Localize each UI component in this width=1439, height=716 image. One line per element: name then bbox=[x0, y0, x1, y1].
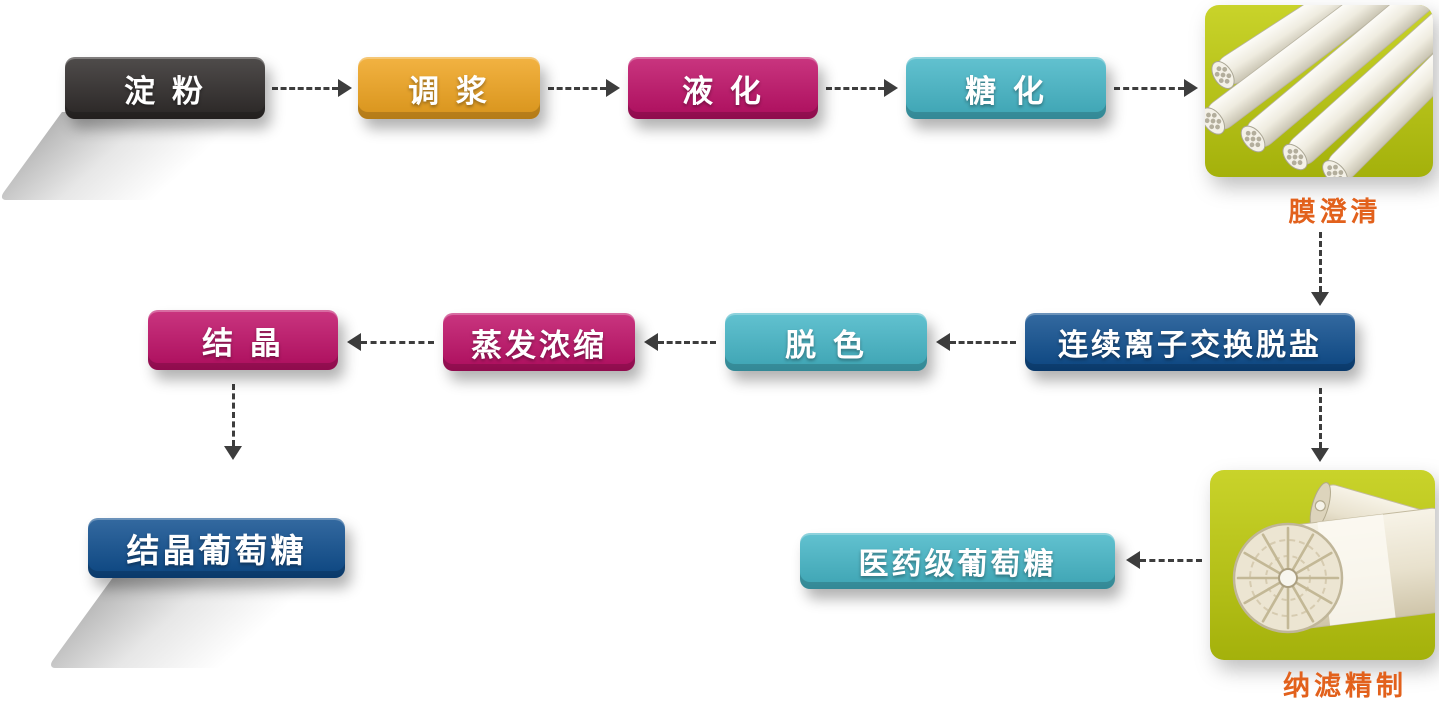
nanofiltration-membrane-image bbox=[1210, 470, 1435, 660]
arrow-head bbox=[884, 79, 898, 97]
arrow-dash bbox=[548, 86, 606, 90]
node-evaporation: 蒸发浓缩 bbox=[443, 313, 635, 371]
node-decolor: 脱 色 bbox=[725, 313, 927, 371]
node-decolor-label: 脱 色 bbox=[785, 327, 867, 364]
arrow-dash bbox=[272, 86, 338, 90]
arrow-crystallization-to-crystal-glucose-icon bbox=[224, 384, 242, 460]
node-crystallization: 结 晶 bbox=[148, 310, 338, 370]
arrow-ion-exchange-to-decolor-icon bbox=[936, 333, 1016, 351]
arrow-head bbox=[936, 333, 950, 351]
arrow-head bbox=[338, 79, 352, 97]
arrow-head bbox=[1126, 551, 1140, 569]
arrow-dash bbox=[231, 384, 235, 446]
node-liquefaction: 液 化 bbox=[628, 57, 818, 119]
node-slurry: 调 浆 bbox=[358, 57, 540, 119]
caption-membrane-clarification: 膜澄清 bbox=[1288, 197, 1382, 228]
arrow-dash bbox=[361, 340, 434, 344]
node-saccharification: 糖 化 bbox=[906, 57, 1106, 119]
arrow-head bbox=[1311, 448, 1329, 462]
node-ion-exchange-label: 连续离子交换脱盐 bbox=[1058, 328, 1322, 363]
arrow-head bbox=[1311, 292, 1329, 306]
arrow-dash bbox=[1140, 558, 1202, 562]
node-liquefaction-label: 液 化 bbox=[682, 73, 764, 110]
starch-box-shadow bbox=[0, 112, 297, 200]
arrow-head bbox=[644, 333, 658, 351]
arrow-liquefaction-to-saccharification-icon bbox=[826, 79, 898, 97]
crystal-glucose-box-shadow bbox=[47, 572, 379, 668]
node-ion-exchange: 连续离子交换脱盐 bbox=[1025, 313, 1355, 371]
arrow-head bbox=[1184, 79, 1198, 97]
node-slurry-label: 调 浆 bbox=[408, 73, 490, 110]
arrow-dash bbox=[658, 340, 716, 344]
arrow-membrane-to-ion-exchange-icon bbox=[1311, 232, 1329, 306]
arrow-decolor-to-evaporation-icon bbox=[644, 333, 716, 351]
node-crystal-glucose-label: 结晶葡萄糖 bbox=[126, 531, 307, 570]
caption-nanofiltration: 纳滤精制 bbox=[1283, 671, 1407, 702]
arrow-evaporation-to-crystallization-icon bbox=[347, 333, 434, 351]
arrow-head bbox=[347, 333, 361, 351]
node-saccharification-label: 糖 化 bbox=[965, 73, 1047, 110]
arrow-dash bbox=[950, 340, 1016, 344]
node-pharma-glucose: 医药级葡萄糖 bbox=[800, 533, 1115, 589]
arrow-dash bbox=[1318, 232, 1322, 292]
arrow-dash bbox=[826, 86, 884, 90]
arrow-head bbox=[606, 79, 620, 97]
node-crystal-glucose: 结晶葡萄糖 bbox=[88, 518, 345, 578]
arrow-dash bbox=[1318, 388, 1322, 448]
ceramic-membrane-image bbox=[1205, 5, 1433, 177]
arrow-ion-exchange-to-nanofiltration-icon bbox=[1311, 388, 1329, 462]
node-crystallization-label: 结 晶 bbox=[202, 325, 284, 362]
arrow-starch-to-slurry-icon bbox=[272, 79, 352, 97]
arrow-slurry-to-liquefaction-icon bbox=[548, 79, 620, 97]
node-evaporation-label: 蒸发浓缩 bbox=[471, 327, 607, 364]
node-pharma-glucose-label: 医药级葡萄糖 bbox=[858, 547, 1057, 582]
arrow-dash bbox=[1114, 86, 1184, 90]
node-starch-label: 淀 粉 bbox=[124, 73, 206, 110]
arrow-saccharification-to-membrane-icon bbox=[1114, 79, 1198, 97]
arrow-nanofiltration-to-pharma-glucose-icon bbox=[1126, 551, 1202, 569]
arrow-head bbox=[224, 446, 242, 460]
node-starch: 淀 粉 bbox=[65, 57, 265, 119]
